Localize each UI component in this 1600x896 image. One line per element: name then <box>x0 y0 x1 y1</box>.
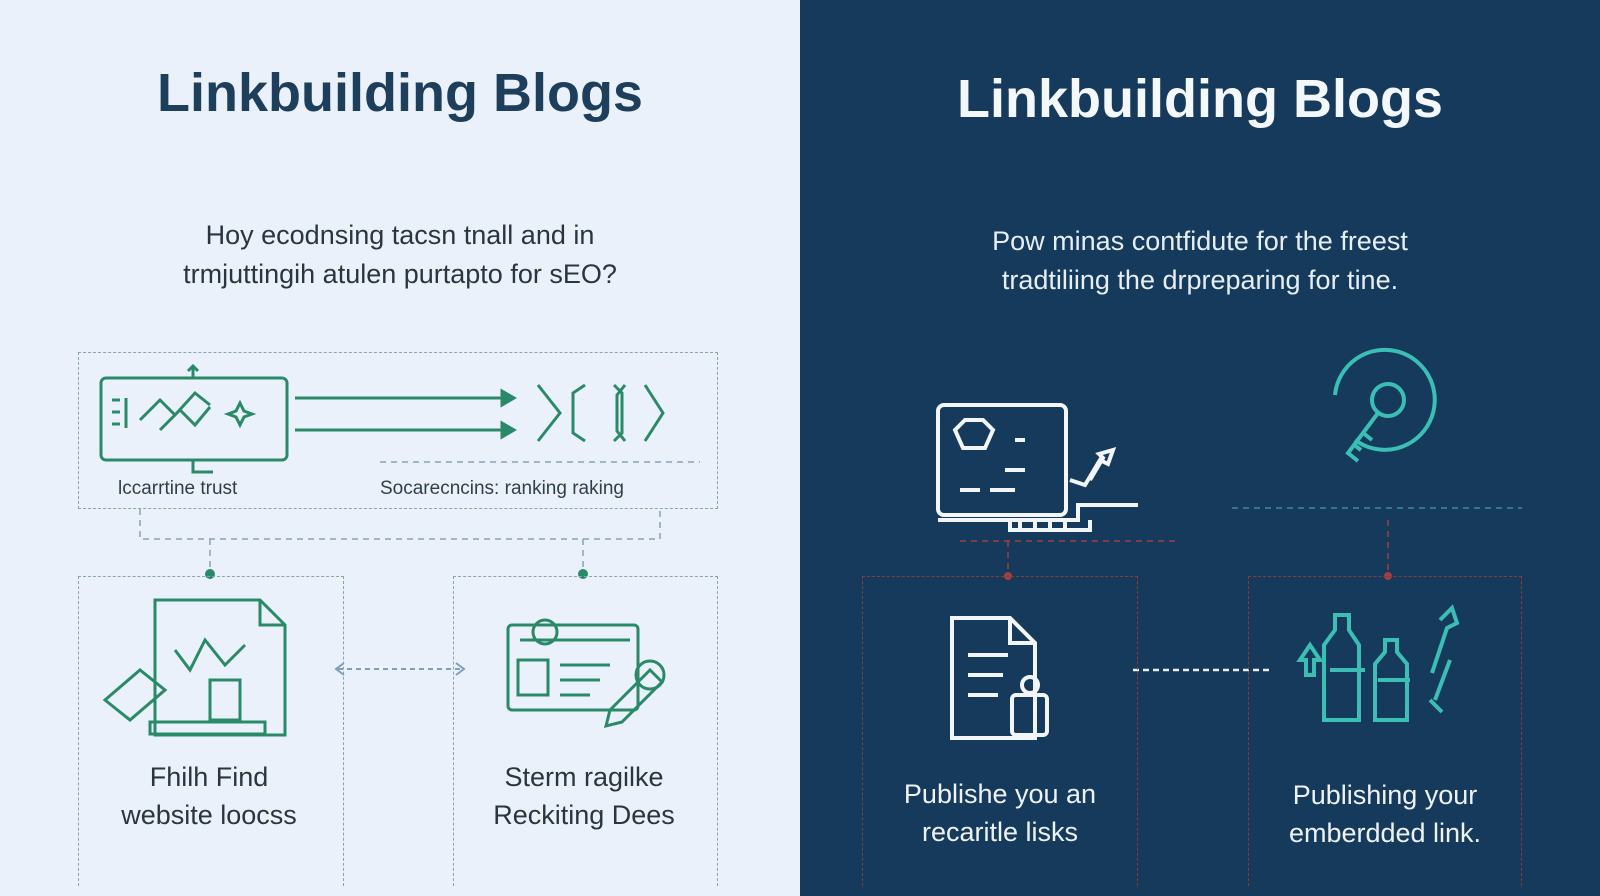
arrows-icon <box>295 388 517 440</box>
caption-line: Sterm ragilke <box>504 762 664 792</box>
document-icon <box>950 616 1049 740</box>
right-panel: Linkbuilding Blogs Pow minas contfidute … <box>800 0 1600 896</box>
right-diagram-graphics <box>936 347 1522 740</box>
right-title: Linkbuilding Blogs <box>957 69 1443 129</box>
right-subtitle: Pow minas contfidute for the freest trad… <box>800 222 1600 300</box>
left-subtitle-line2: trmjuttingih atulen purtapto for sEO? <box>183 259 617 289</box>
card-publish-links <box>862 576 1138 886</box>
trust-chart-icon <box>99 363 289 474</box>
left-diagram-graphics <box>99 363 700 737</box>
left-title: Linkbuilding Blogs <box>157 63 643 123</box>
left-subtitle: Hoy ecodnsing tacsn tnall and in trmjutt… <box>0 216 800 294</box>
caption-line: Reckiting Dees <box>493 800 675 830</box>
left-panel: Linkbuilding Blogs Hoy ecodnsing tacsn t… <box>0 0 800 896</box>
key-circle-icon <box>1333 347 1437 463</box>
right-subtitle-line1: Pow minas contfidute for the freest <box>992 226 1408 256</box>
top-flow-box <box>78 352 718 509</box>
website-document-icon <box>102 598 287 737</box>
caption-line: emberdded link. <box>1288 818 1482 848</box>
card-find-website-caption: Fhilh Find website loocss <box>69 758 349 834</box>
card-embedded-link <box>1248 576 1522 886</box>
card-pen-icon <box>506 618 666 729</box>
left-subtitle-line1: Hoy ecodnsing tacsn tnall and in <box>205 220 595 250</box>
connector-lines <box>139 509 661 574</box>
card-tracking <box>453 576 718 886</box>
card-find-website <box>78 576 344 886</box>
right-subtitle-line2: tradtiliing the drpreparing for tine. <box>1001 265 1399 295</box>
caption-line: Publishe you an <box>903 779 1097 809</box>
caption-line: Fhilh Find <box>149 762 269 792</box>
bottles-tools-icon <box>1296 604 1460 722</box>
caption-line: recaritle lisks <box>921 817 1079 847</box>
label-ranking: Socarecncins: ranking raking <box>380 478 624 499</box>
card-tracking-caption: Sterm ragilke Reckiting Dees <box>444 758 724 834</box>
card-publish-links-caption: Publishe you an recaritle lisks <box>860 775 1140 851</box>
code-brackets-icon <box>536 383 665 443</box>
monitor-chart-icon <box>936 403 1138 532</box>
caption-line: website loocss <box>121 800 297 830</box>
caption-line: Publishing your <box>1292 780 1478 810</box>
card-embedded-link-caption: Publishing your emberdded link. <box>1245 776 1525 852</box>
label-trust: lccarrtine trust <box>118 478 238 499</box>
